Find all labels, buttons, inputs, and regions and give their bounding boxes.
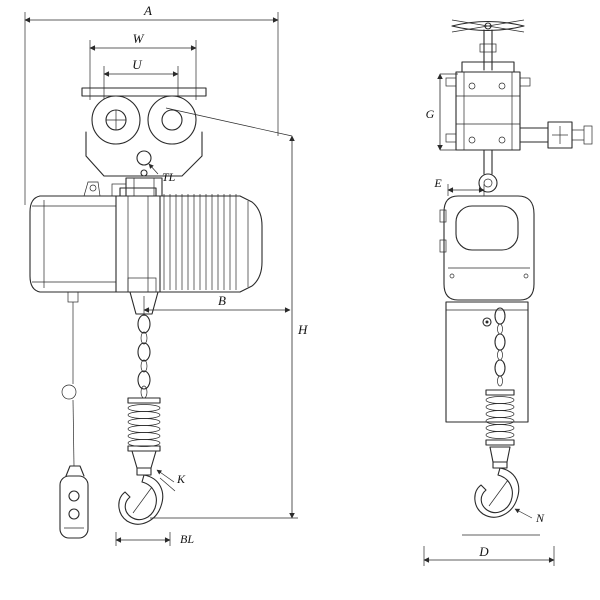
hoist-body-front [29,187,263,303]
dim-D: D [423,534,555,566]
label-W: W [133,31,145,46]
label-TL-group: TL [148,163,176,184]
dim-A: A [24,3,279,205]
pendant-button-up [68,490,80,502]
hook-shape [474,467,520,518]
label-G: G [426,107,435,121]
suspension-bracket [83,177,163,197]
label-N-group: N [514,508,545,525]
chain-container-side [445,301,529,423]
label-K-group: K [156,469,186,492]
motor-fins [163,194,237,290]
suspension-crossbar [451,19,525,71]
chain-guide [129,291,159,315]
cable-gland [67,291,79,303]
beam-clamp-arm [519,121,593,149]
dim-W: W [89,31,197,100]
label-H: H [297,322,308,337]
hook-latch [132,486,153,514]
side-view: G E [423,19,593,566]
dim-B: B [143,293,291,316]
spring-side [485,389,515,446]
dim-E: E [433,176,485,196]
label-A: A [143,3,152,18]
suspension-eye-side [478,149,498,193]
label-B: B [218,293,226,308]
pendant-control [59,302,89,539]
section-leader-line [165,107,293,137]
load-chain-side [494,307,506,387]
dim-G: G [426,73,458,151]
hook-front [118,450,164,525]
motor-end-cap [239,195,263,293]
spring-front [127,397,161,452]
trolley-side [445,61,531,151]
label-D: D [478,544,489,559]
trolley-front [81,87,293,177]
hook-latch [488,479,509,507]
hook-side [474,446,520,518]
label-N: N [535,511,545,525]
label-U: U [132,57,143,72]
front-view: A W U [24,3,308,546]
dim-BL: BL [115,532,194,546]
load-chain-front [129,291,159,399]
hoist-body-side [439,195,535,301]
label-TL: TL [162,170,176,184]
label-BL: BL [180,532,194,546]
hook-shape [118,474,164,525]
pendant-button-down [68,508,80,520]
label-E: E [433,176,442,190]
label-K: K [176,472,186,486]
dim-H: H [150,135,308,519]
